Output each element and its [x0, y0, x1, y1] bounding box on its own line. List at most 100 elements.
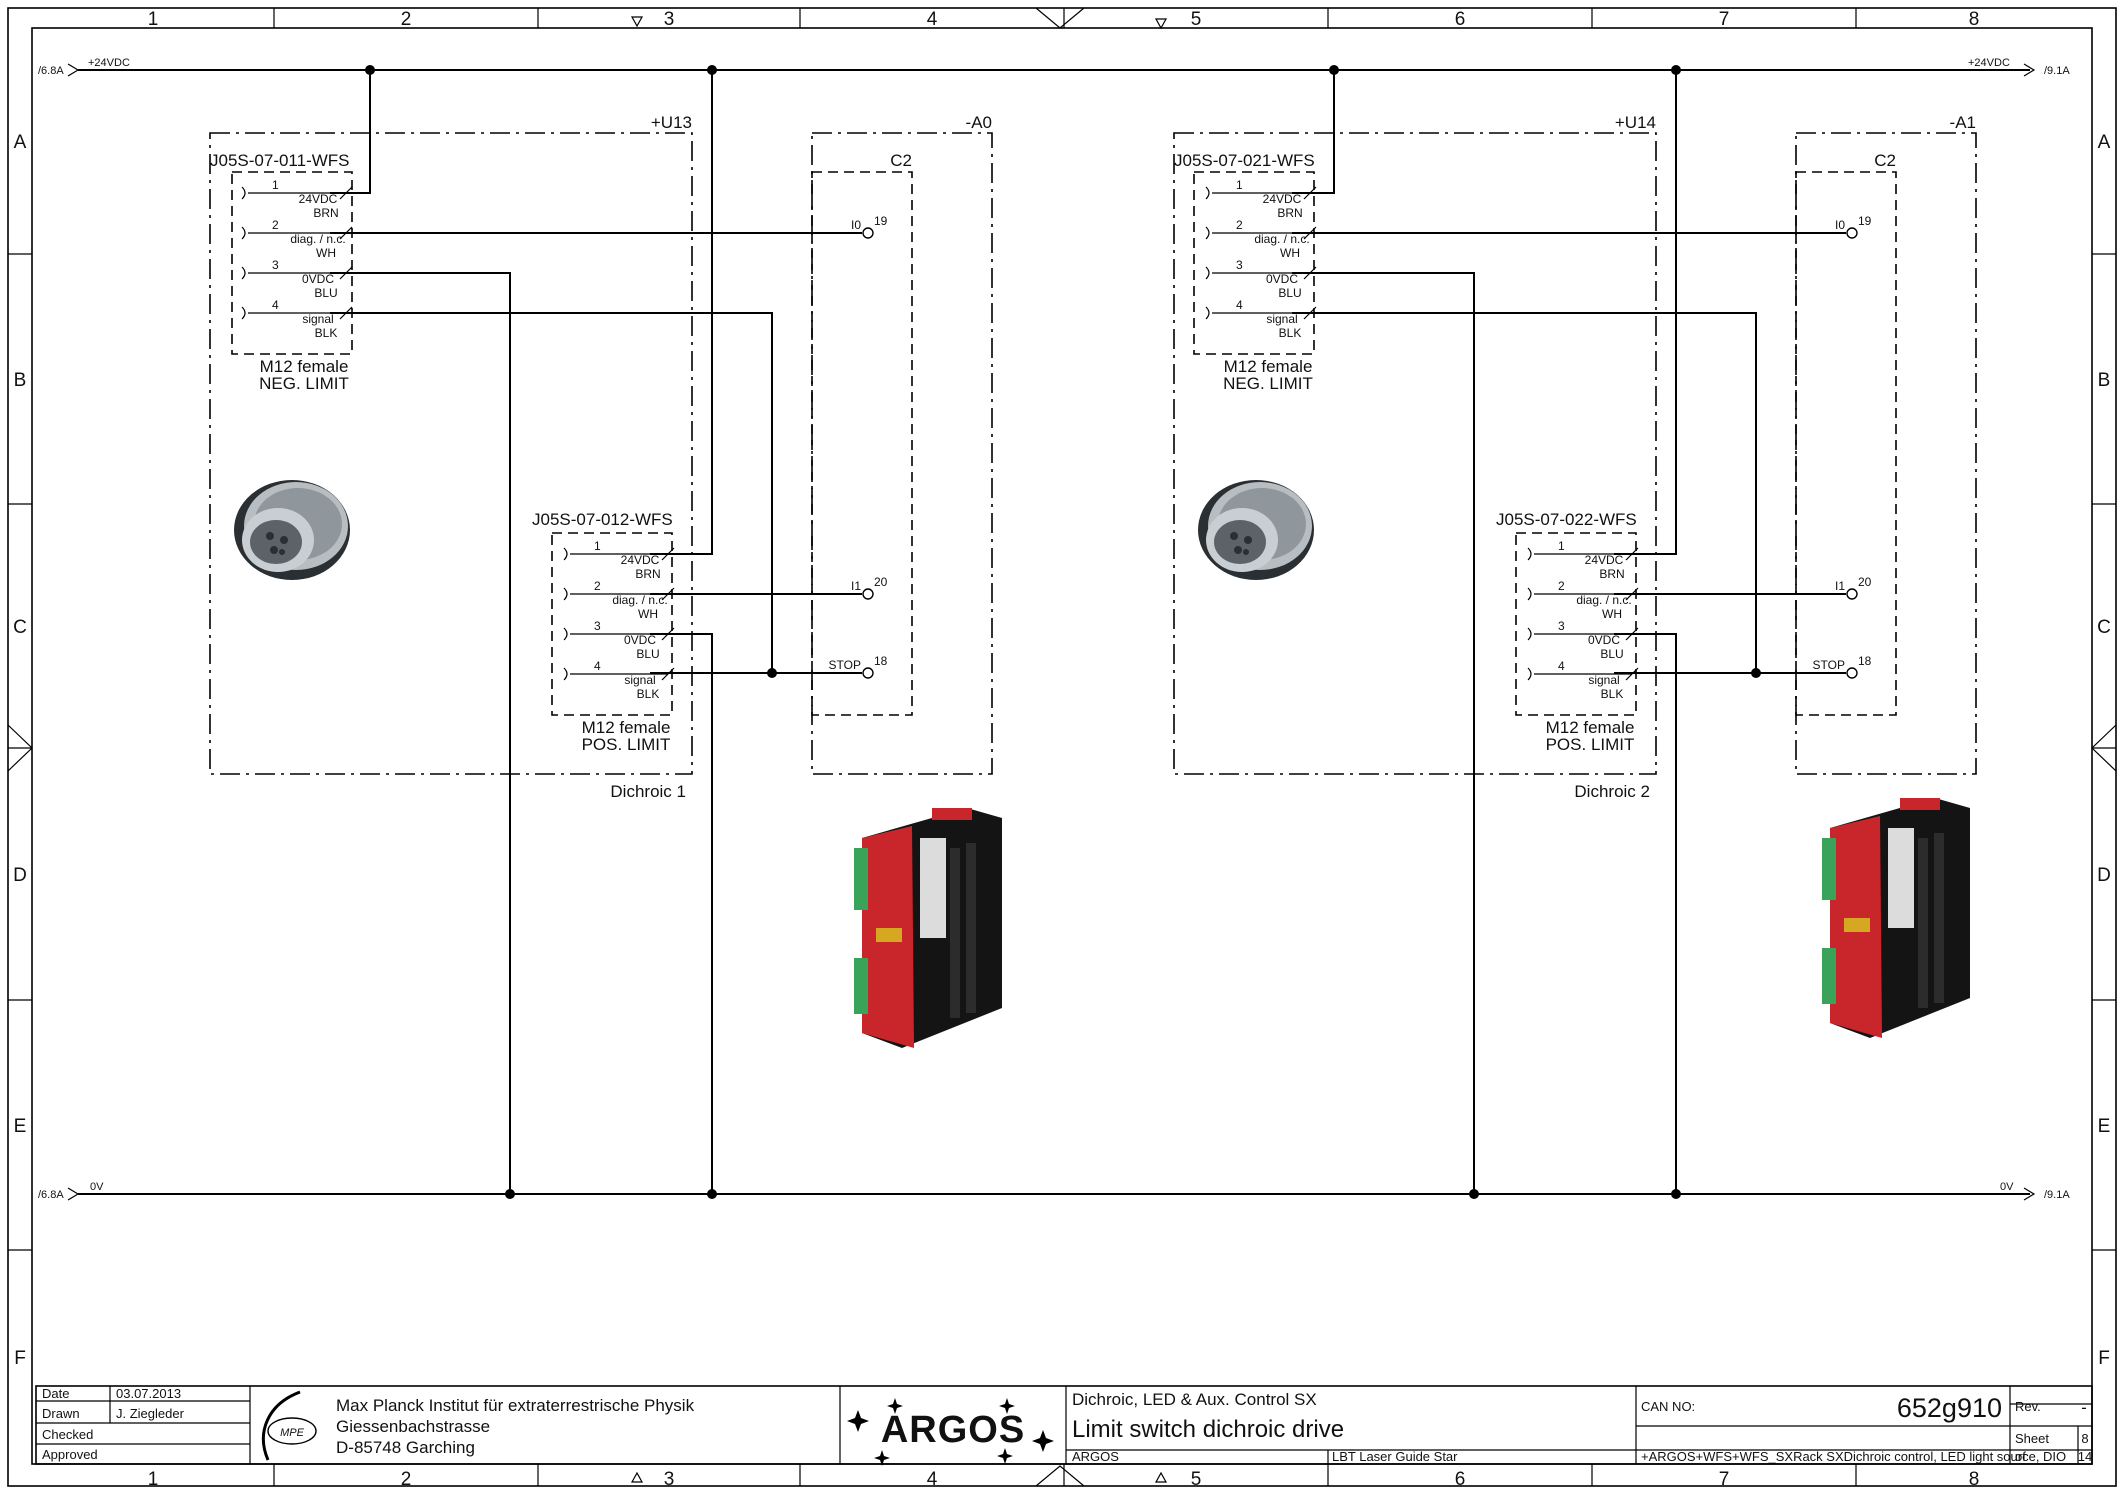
connector-part-number: J05S-07-021-WFS [1174, 151, 1315, 170]
pin-number: 4 [1558, 659, 1565, 673]
wire-color: WH [638, 607, 658, 621]
plus-right-ref: /9.1A [2044, 65, 2070, 77]
pin-number: 4 [594, 659, 601, 673]
title-block: Date 03.07.2013 Drawn J. Ziegleder Check… [35, 1385, 2093, 1466]
dichroic-1-group: +U13 Dichroic 1 J05S-07-011-WFS 124VDCBR… [209, 65, 1002, 1199]
controller-tag: -A0 [966, 113, 992, 132]
zero-right-ref: /9.1A [2044, 1189, 2070, 1201]
company-city: D-85748 Garching [336, 1438, 475, 1457]
terminal-icon [862, 227, 874, 239]
socket-contact-icon [1527, 667, 1532, 681]
controller-module: C2 [890, 151, 912, 170]
wire-color: BLK [1279, 326, 1302, 340]
pin-signal: diag. / n.c. [290, 232, 345, 246]
rev-value: - [2081, 1398, 2087, 1417]
connector-function: POS. LIMIT [582, 735, 671, 754]
pin-signal: diag. / n.c. [612, 593, 667, 607]
column-number: 2 [401, 1469, 412, 1490]
terminal-icon [1846, 588, 1858, 600]
pin-number: 3 [594, 619, 601, 633]
pin-signal: signal [1266, 312, 1297, 326]
connector-function: NEG. LIMIT [1223, 374, 1313, 393]
wire-color: BLK [637, 687, 660, 701]
column-number: 5 [1191, 1469, 1202, 1490]
wire-color: WH [1602, 607, 1622, 621]
connector-part-number: J05S-07-012-WFS [532, 510, 673, 529]
pin-signal: 0VDC [624, 633, 656, 647]
input-name: I0 [851, 218, 861, 232]
pin-signal: diag. / n.c. [1254, 232, 1309, 246]
column-number: 7 [1719, 9, 1730, 30]
location-string: +ARGOS+WFS+WFS_SXRack SXDichroic control… [1641, 1449, 2066, 1464]
connector-part-number: J05S-07-011-WFS [210, 151, 350, 170]
wiring-group-2 [1292, 65, 1846, 1199]
column-number: 6 [1455, 1469, 1466, 1490]
input-pin: 20 [1858, 575, 1872, 589]
column-number: 6 [1455, 9, 1466, 30]
socket-contact-icon [241, 186, 246, 200]
controller-module: C2 [1874, 151, 1896, 170]
wire-color: BLK [315, 326, 338, 340]
column-number: 5 [1191, 9, 1202, 30]
drawn-label: Drawn [42, 1406, 80, 1421]
row-letter: C [2097, 617, 2111, 638]
connector-function: NEG. LIMIT [259, 374, 349, 393]
company-name: Max Planck Institut für extraterrestrisc… [336, 1396, 695, 1415]
input-pin: 18 [1858, 654, 1872, 668]
pin-number: 2 [1236, 218, 1243, 232]
m12-connector-photo [1198, 480, 1314, 580]
unit-u13-tag: +U13 [651, 113, 692, 132]
pin-number: 3 [272, 258, 279, 272]
wire-color: BRN [1277, 206, 1302, 220]
wire-color: BLU [314, 286, 337, 300]
socket-contact-icon [241, 306, 246, 320]
input-name: STOP [1813, 658, 1845, 672]
pin-number: 4 [1236, 298, 1243, 312]
column-number: 4 [927, 9, 938, 30]
approved-label: Approved [42, 1447, 98, 1462]
row-letter: E [2098, 1116, 2111, 1137]
pin-number: 1 [594, 539, 601, 553]
connector-type: M12 female [582, 718, 671, 737]
row-letter: D [13, 865, 27, 886]
of-label: of [2015, 1449, 2026, 1464]
socket-contact-icon [1205, 266, 1210, 280]
row-letter: B [2098, 370, 2111, 391]
sheet-label: Sheet [2015, 1431, 2049, 1446]
column-number: 2 [401, 9, 412, 30]
plus-left-ref: /6.8A [38, 65, 64, 77]
pin-signal: 24VDC [621, 553, 660, 567]
pin-signal: signal [624, 673, 655, 687]
pin-signal: 0VDC [1266, 272, 1298, 286]
input-name: STOP [829, 658, 861, 672]
unit-u13-box [209, 132, 693, 775]
row-letter: C [13, 617, 27, 638]
rev-label: Rev. [2015, 1399, 2041, 1414]
connector-type: M12 female [1546, 718, 1635, 737]
row-letter: D [2097, 865, 2111, 886]
zero-left-label: 0V [90, 1181, 104, 1193]
controller-tag: -A1 [1950, 113, 1976, 132]
wiring-group-1 [330, 65, 862, 1199]
pin-number: 2 [1558, 579, 1565, 593]
can-number: 652g910 [1897, 1393, 2002, 1423]
socket-contact-icon [1527, 587, 1532, 601]
pin-signal: 0VDC [302, 272, 334, 286]
